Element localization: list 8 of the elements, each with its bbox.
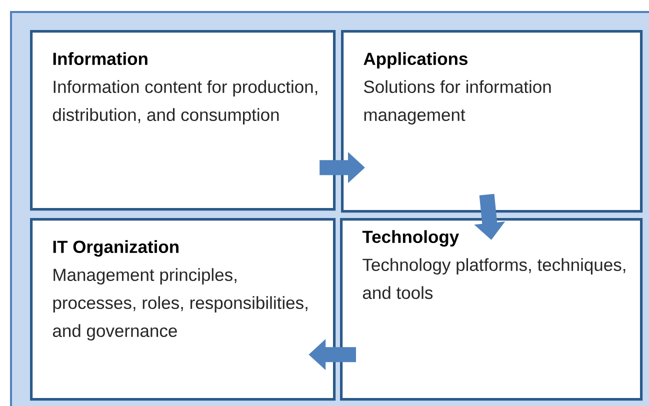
box-text: Technology Technology platforms, techniques, and tools [362, 230, 626, 300]
box-text: Applications Solutions for information management [364, 52, 551, 124]
text-box [341, 30, 643, 213]
text-box [30, 30, 336, 211]
text-box [30, 218, 336, 401]
box-text: Information Information content for production, distribution, and consumption [52, 52, 318, 124]
box-text: IT Organization Management principles, processes, roles, responsibilities, and governance [52, 240, 308, 340]
text-box [340, 218, 643, 401]
